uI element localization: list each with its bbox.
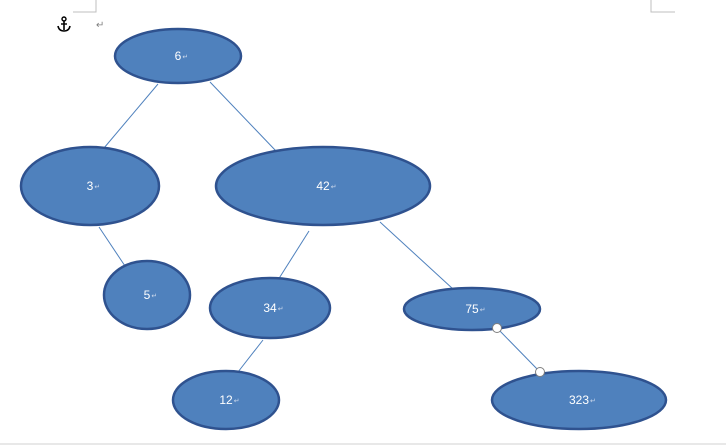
node-paragraph-mark: ↵ (234, 397, 240, 405)
anchor-icon[interactable] (57, 16, 71, 32)
tree-node-323[interactable]: 323↵ (490, 369, 668, 431)
node-label: 75 (465, 302, 479, 316)
node-paragraph-mark: ↵ (278, 305, 284, 313)
edge-6-3[interactable] (103, 83, 159, 149)
page-margin-marks (73, 0, 675, 13)
node-ellipse[interactable] (208, 276, 332, 340)
node-ellipse[interactable] (171, 369, 281, 431)
edge-34-12[interactable] (237, 339, 264, 373)
connector-end-handle[interactable] (535, 367, 545, 377)
node-paragraph-mark: ↵ (182, 53, 188, 61)
tree-node-5[interactable]: 5↵ (102, 259, 192, 331)
node-paragraph-mark: ↵ (94, 183, 100, 191)
tree-nodes: 6↵3↵42↵5↵34↵75↵12↵323↵ (19, 27, 668, 431)
tree-node-75[interactable]: 75↵ (402, 286, 542, 332)
node-ellipse[interactable] (214, 145, 432, 227)
node-paragraph-mark: ↵ (590, 397, 596, 405)
node-paragraph-mark: ↵ (480, 306, 486, 314)
node-label: 323 (569, 393, 589, 407)
node-label: 12 (219, 393, 233, 407)
node-paragraph-mark: ↵ (151, 292, 157, 300)
margin-mark-top-right (650, 0, 675, 13)
tree-node-6[interactable]: 6↵ (113, 27, 243, 85)
node-ellipse[interactable] (402, 286, 542, 332)
edge-6-42[interactable] (209, 81, 277, 152)
edge-3-5[interactable] (98, 226, 126, 267)
tree-node-12[interactable]: 12↵ (171, 369, 281, 431)
tree-node-34[interactable]: 34↵ (208, 276, 332, 340)
connector-selection-handles (492, 323, 545, 377)
tree-node-42[interactable]: 42↵ (214, 145, 432, 227)
paragraph-mark: ↵ (96, 20, 104, 31)
edge-42-34[interactable] (277, 230, 310, 281)
connector-start-handle[interactable] (492, 323, 502, 333)
node-label: 5 (144, 288, 151, 302)
node-ellipse[interactable] (113, 27, 243, 85)
node-label: 42 (316, 179, 330, 193)
node-ellipse[interactable] (102, 259, 192, 331)
node-ellipse[interactable] (19, 145, 161, 227)
tree-edges (98, 81, 541, 373)
edge-42-75[interactable] (379, 221, 454, 290)
node-paragraph-mark: ↵ (331, 183, 337, 191)
edge-75-323[interactable] (496, 327, 541, 373)
node-label: 3 (87, 179, 94, 193)
node-label: 6 (175, 49, 182, 63)
tree-node-3[interactable]: 3↵ (19, 145, 161, 227)
node-label: 34 (263, 301, 277, 315)
margin-mark-top-left (73, 0, 97, 13)
node-ellipse[interactable] (490, 369, 668, 431)
